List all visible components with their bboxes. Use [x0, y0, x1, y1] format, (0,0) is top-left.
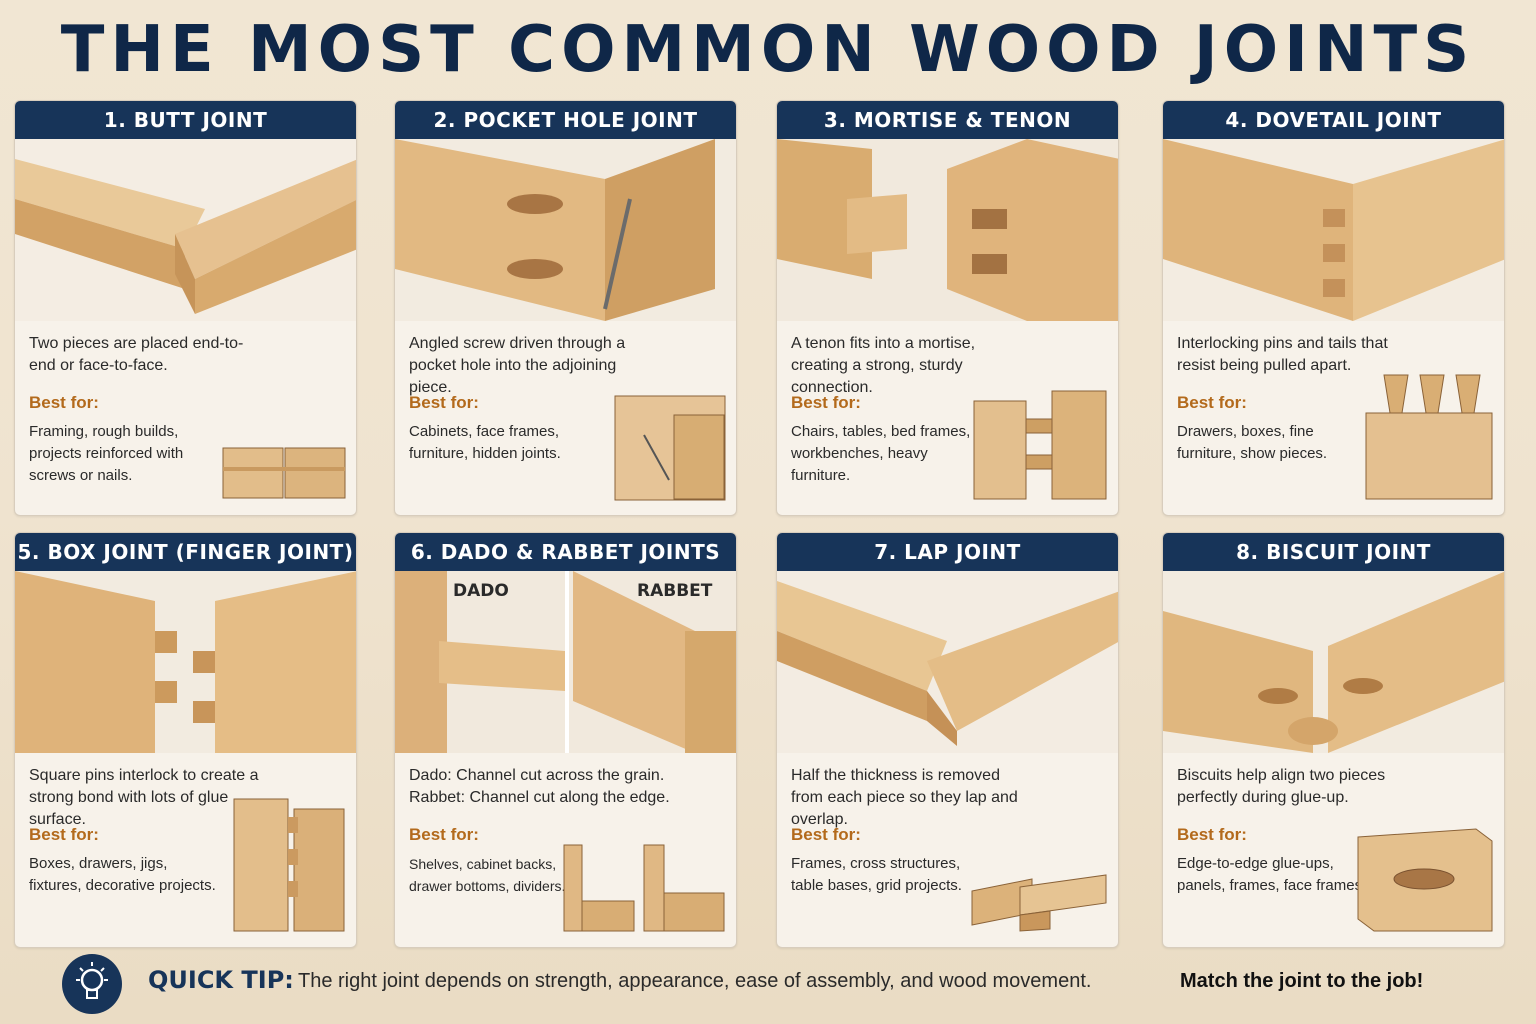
page-title: THE MOST COMMON WOOD JOINTS — [60, 13, 1476, 87]
best-for-label: Best for: — [409, 825, 479, 844]
card-heading: 3. MORTISE & TENON — [777, 101, 1118, 139]
card-description: Two pieces are placed end-to-end or face… — [29, 335, 244, 374]
mortise-tenon-diagram — [972, 389, 1108, 501]
lap-joint-diagram — [970, 873, 1108, 933]
joint-card-butt: 1. BUTT JOINT Two pieces are placed end-… — [14, 100, 357, 516]
best-for-text: Boxes, drawers, jigs, fixtures, decorati… — [29, 855, 216, 894]
best-for-text: Cabinets, face frames, furniture, hidden… — [409, 423, 561, 462]
joint-card-lap: 7. LAP JOINT Half the thickness is remov… — [776, 532, 1119, 948]
best-for-label: Best for: — [409, 393, 479, 412]
joint-card-mortise-tenon: 3. MORTISE & TENON A tenon fits into a m… — [776, 100, 1119, 516]
mortise-tenon-photo — [777, 139, 1118, 321]
card-description: Interlocking pins and tails that resist … — [1177, 335, 1388, 374]
best-for-label: Best for: — [1177, 825, 1247, 844]
card-description: Biscuits help align two pieces perfectly… — [1177, 767, 1386, 806]
quick-tip-emphasis: Match the joint to the job! — [1180, 970, 1424, 992]
joint-card-dovetail: 4. DOVETAIL JOINT Interlocking pins and … — [1162, 100, 1505, 516]
card-heading: 7. LAP JOINT — [777, 533, 1118, 571]
dado-rabbet-photo: DADO RABBET — [395, 571, 736, 753]
best-for-text: Chairs, tables, bed frames, workbenches,… — [791, 423, 971, 484]
card-heading: 2. POCKET HOLE JOINT — [395, 101, 736, 139]
box-joint-diagram — [232, 797, 346, 933]
biscuit-joint-diagram — [1356, 827, 1494, 933]
box-joint-photo — [15, 571, 356, 753]
joint-card-box: 5. BOX JOINT (FINGER JOINT) Square pins … — [14, 532, 357, 948]
joint-card-dado-rabbet: 6. DADO & RABBET JOINTS DADO RABBET Dado… — [394, 532, 737, 948]
best-for-label: Best for: — [1177, 393, 1247, 412]
card-heading: 1. BUTT JOINT — [15, 101, 356, 139]
lightbulb-icon — [62, 954, 122, 1014]
best-for-label: Best for: — [29, 393, 99, 412]
butt-joint-diagram — [222, 447, 346, 501]
best-for-text: Drawers, boxes, fine furniture, show pie… — [1177, 423, 1328, 462]
pocket-hole-photo — [395, 139, 736, 321]
best-for-text: Shelves, cabinet backs, drawer bottoms, … — [409, 856, 566, 894]
card-description: Half the thickness is removed from each … — [791, 767, 1018, 828]
lap-joint-photo — [777, 571, 1118, 753]
card-description: Angled screw driven through a pocket hol… — [409, 335, 626, 396]
quick-tip-bar: QUICK TIP: The right joint depends on st… — [0, 950, 1536, 1016]
butt-joint-photo — [15, 139, 356, 321]
card-heading: 5. BOX JOINT (FINGER JOINT) — [15, 533, 356, 571]
dado-label: DADO — [453, 581, 509, 601]
quick-tip-label: QUICK TIP: — [148, 966, 294, 994]
card-description: Dado: Channel cut across the grain. Rabb… — [409, 767, 670, 806]
best-for-label: Best for: — [791, 393, 861, 412]
best-for-text: Edge-to-edge glue-ups, panels, frames, f… — [1177, 855, 1367, 894]
biscuit-joint-photo — [1163, 571, 1504, 753]
card-heading: 8. BISCUIT JOINT — [1163, 533, 1504, 571]
card-heading: 4. DOVETAIL JOINT — [1163, 101, 1504, 139]
best-for-text: Frames, cross structures, table bases, g… — [791, 855, 962, 894]
best-for-label: Best for: — [29, 825, 99, 844]
best-for-label: Best for: — [791, 825, 861, 844]
card-description: A tenon fits into a mortise, creating a … — [791, 335, 976, 396]
quick-tip-text: The right joint depends on strength, app… — [298, 970, 1092, 992]
joint-card-pocket-hole: 2. POCKET HOLE JOINT Angled screw driven… — [394, 100, 737, 516]
card-heading: 6. DADO & RABBET JOINTS — [395, 533, 736, 571]
pocket-hole-diagram — [614, 395, 726, 501]
dado-rabbet-diagram — [562, 843, 726, 933]
rabbet-label: RABBET — [637, 581, 713, 601]
card-description: Square pins interlock to create a strong… — [29, 767, 259, 828]
best-for-text: Framing, rough builds, projects reinforc… — [29, 423, 184, 484]
dovetail-photo — [1163, 139, 1504, 321]
dovetail-diagram — [1364, 373, 1494, 501]
joint-card-biscuit: 8. BISCUIT JOINT Biscuits help align two… — [1162, 532, 1505, 948]
